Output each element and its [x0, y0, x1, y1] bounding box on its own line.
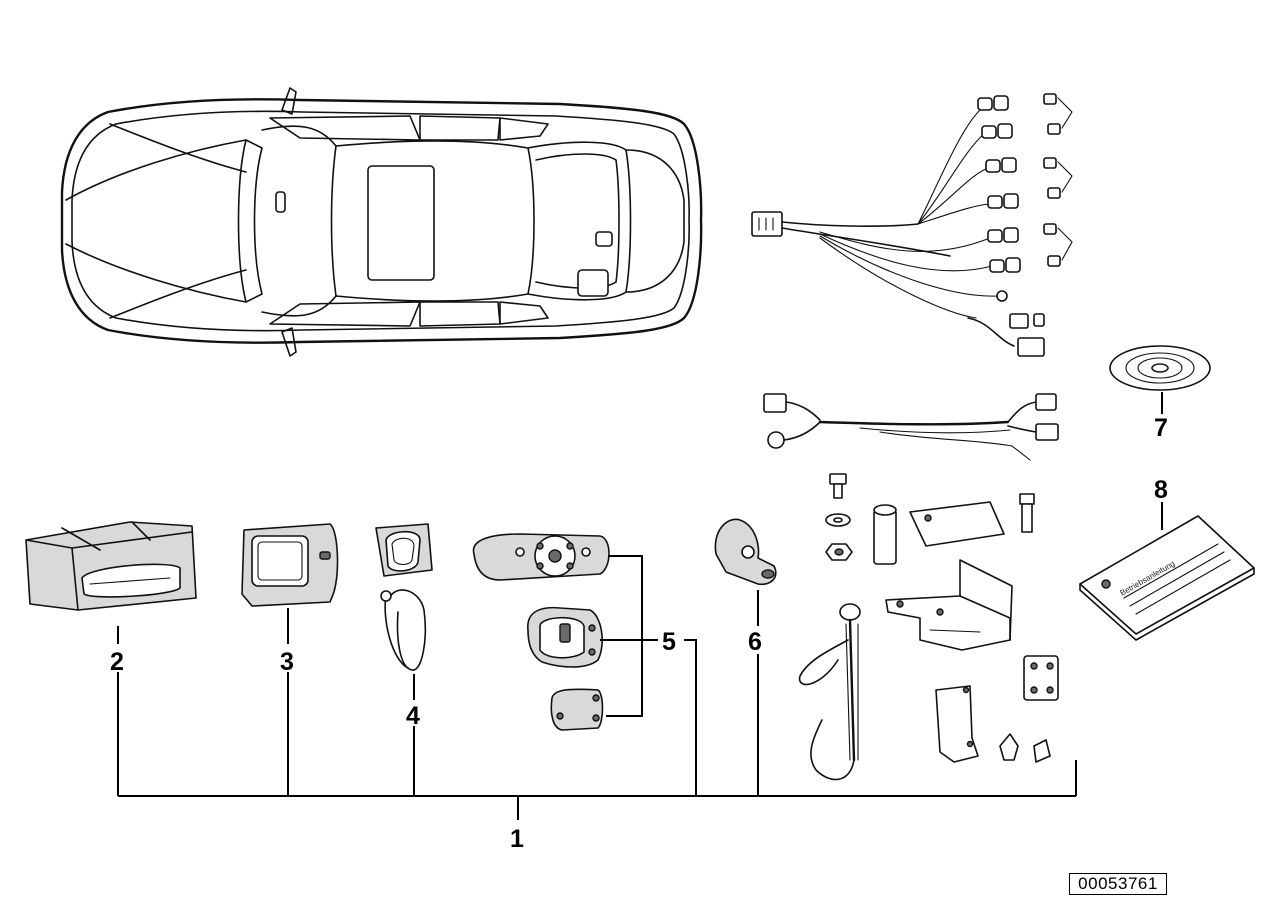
callout-8: 8 — [1154, 476, 1168, 504]
navigation-computer-illustration — [25, 521, 197, 611]
callout-4: 4 — [406, 702, 420, 730]
mounting-plate-illustration — [550, 688, 604, 731]
antenna-cable-illustration — [763, 393, 1059, 461]
owners-manual-illustration: Betriebsanleitung — [1079, 515, 1255, 641]
remote-control-illustration — [472, 533, 610, 581]
leader-lines — [117, 392, 1163, 820]
callout-2: 2 — [110, 648, 124, 676]
mounting-hardware-illustration — [798, 473, 1059, 781]
callout-1: 1 — [510, 825, 524, 853]
remote-hook-illustration — [714, 518, 777, 586]
remote-holder-illustration — [527, 606, 603, 668]
main-wiring-harness-illustration — [751, 93, 1073, 357]
diagram-reference-number: 00053761 — [1069, 873, 1167, 895]
callout-5: 5 — [662, 628, 676, 656]
callout-7: 7 — [1154, 414, 1168, 442]
callout-6: 6 — [748, 628, 762, 656]
car-top-view-illustration — [60, 87, 703, 357]
microphone-illustration — [375, 523, 433, 671]
callout-3: 3 — [280, 648, 294, 676]
navigation-cd-illustration — [1109, 345, 1211, 391]
monitor-display-illustration — [241, 523, 339, 607]
